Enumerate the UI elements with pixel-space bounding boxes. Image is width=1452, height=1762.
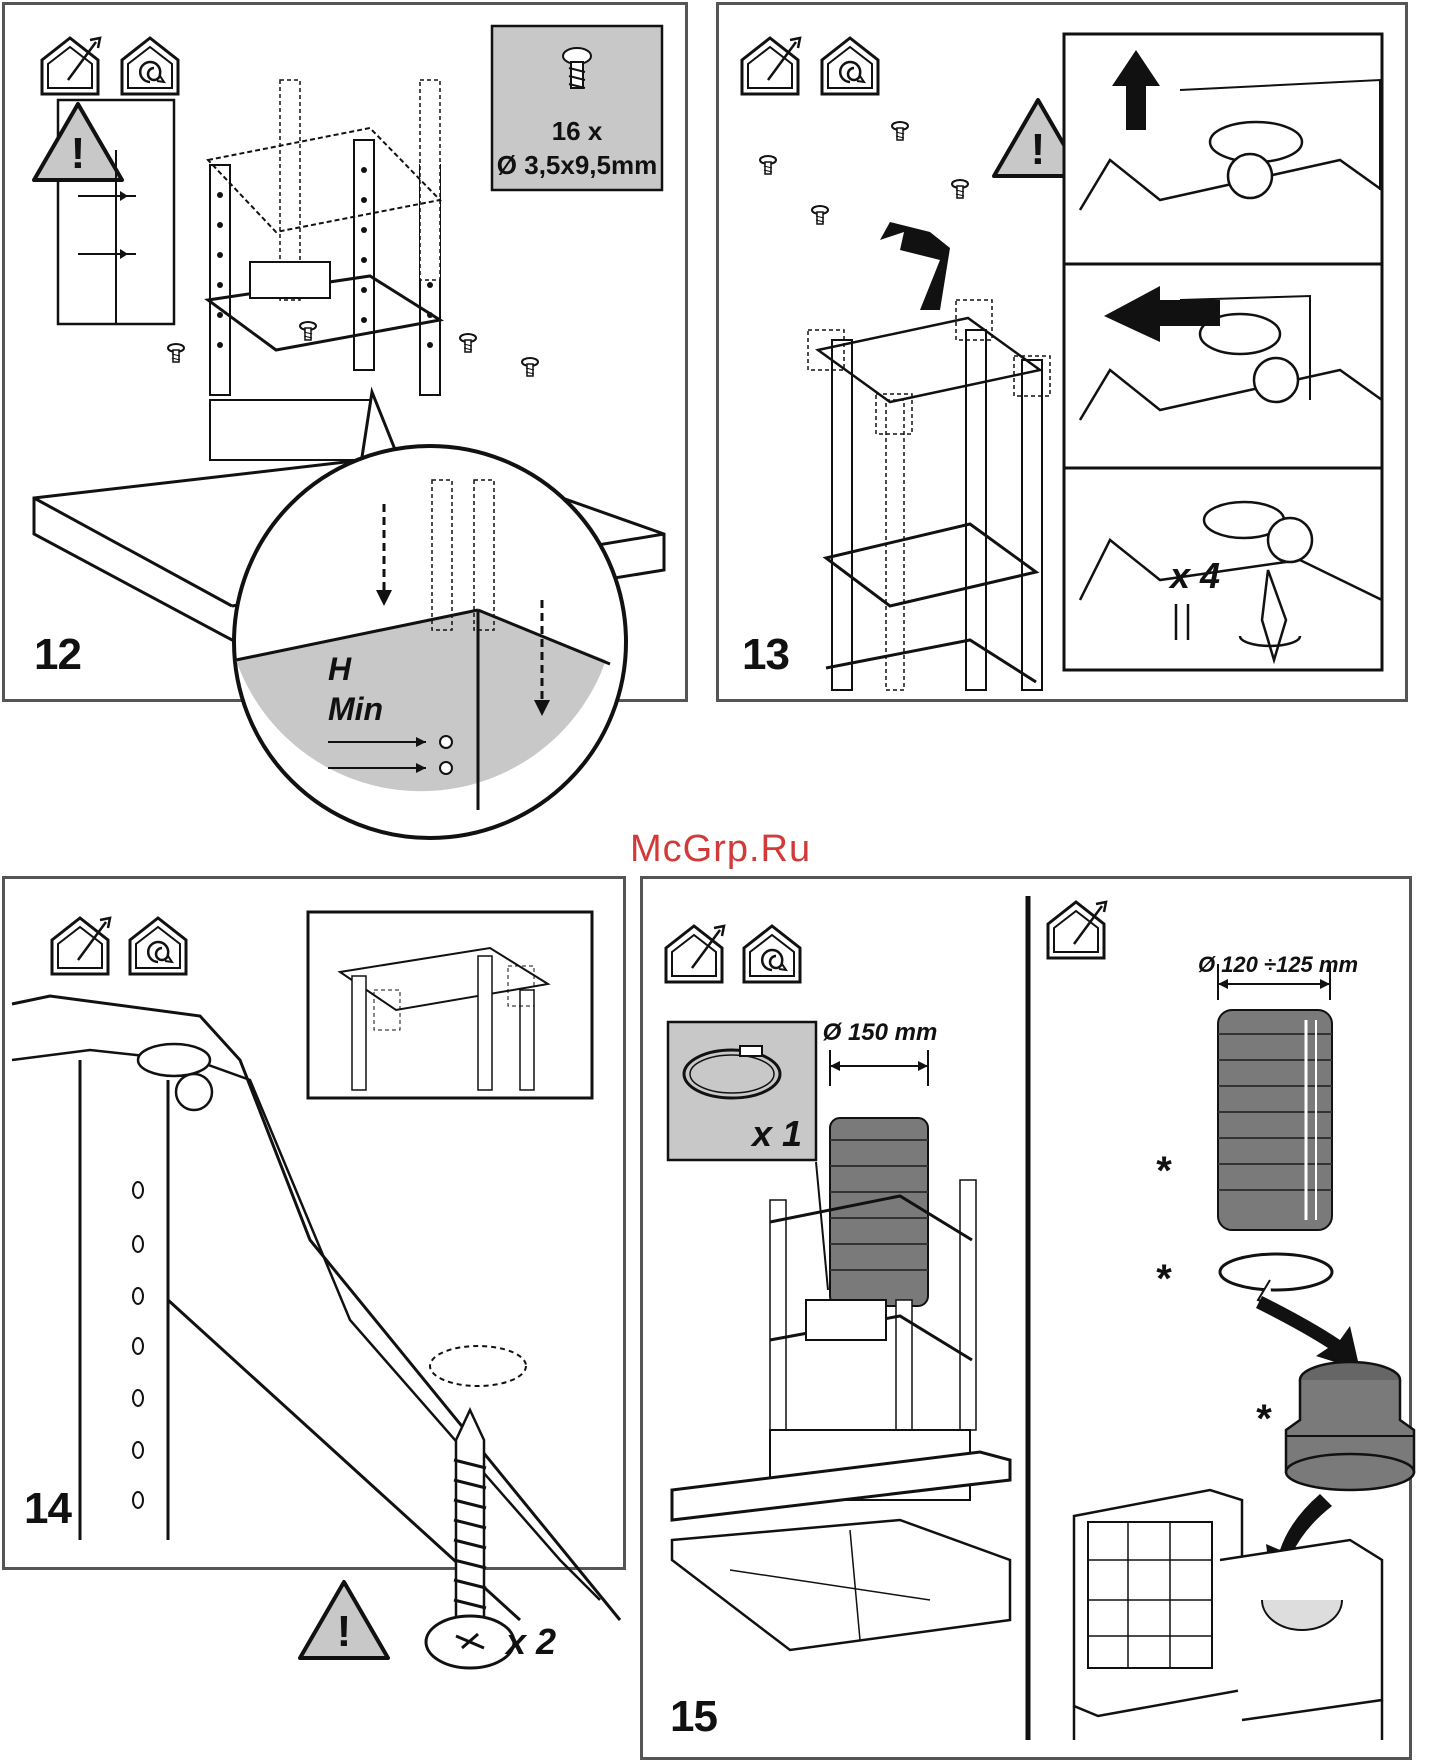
warning-triangle-icon — [300, 1582, 388, 1658]
h-min-label-min: Min — [328, 691, 383, 727]
house-recirculation-icon — [744, 926, 800, 982]
house-duct-icon — [1048, 902, 1106, 958]
step-14-drawing: x 2 — [12, 912, 620, 1668]
telescopic-frame — [208, 80, 440, 460]
hose-clamp-icon — [1220, 1254, 1332, 1304]
step-13-drawing: x 4 — [742, 34, 1382, 690]
flexible-duct — [816, 1118, 928, 1306]
step-15-drawing: x 1 Ø 150 mm — [666, 896, 1414, 1740]
house-duct-icon — [666, 926, 724, 982]
detail-box — [308, 912, 592, 1098]
step-number-12: 12 — [34, 630, 81, 680]
step-number-13: 13 — [742, 630, 789, 680]
hood-surface — [672, 1452, 1010, 1650]
clamp-quantity-label: x 1 — [750, 1113, 802, 1154]
motor-unit — [1074, 1490, 1382, 1740]
house-recirculation-icon — [822, 38, 878, 94]
arrow-icon — [880, 222, 950, 310]
duct-diameter-label: Ø 150 mm — [823, 1019, 938, 1046]
column-frame — [808, 300, 1050, 690]
arrow-icon — [1256, 1296, 1360, 1370]
house-duct-icon — [42, 38, 100, 94]
h-min-label-h: H — [328, 651, 352, 687]
adapter — [1286, 1362, 1414, 1490]
house-recirculation-icon — [122, 38, 178, 94]
flex-diameter-label: Ø 120 ÷125 mm — [1198, 952, 1358, 977]
quantity-label: x 4 — [1168, 555, 1220, 596]
quantity-label: x 2 — [504, 1621, 556, 1662]
screw-size-label: Ø 3,5x9,5mm — [497, 150, 657, 180]
house-duct-icon — [52, 918, 110, 974]
optional-mark: * — [1256, 1397, 1272, 1441]
house-duct-icon — [742, 38, 800, 94]
step-12-drawing: 16 x Ø 3,5x9,5mm — [34, 26, 664, 838]
step-number-15: 15 — [670, 1692, 717, 1742]
flexible-hose — [1218, 1010, 1332, 1230]
wood-screw-icon — [426, 1410, 514, 1668]
step-number-14: 14 — [24, 1484, 71, 1534]
house-recirculation-icon — [130, 918, 186, 974]
optional-mark: * — [1156, 1257, 1172, 1301]
optional-mark: * — [1156, 1149, 1172, 1193]
screw-count-label: 16 x — [552, 116, 603, 146]
